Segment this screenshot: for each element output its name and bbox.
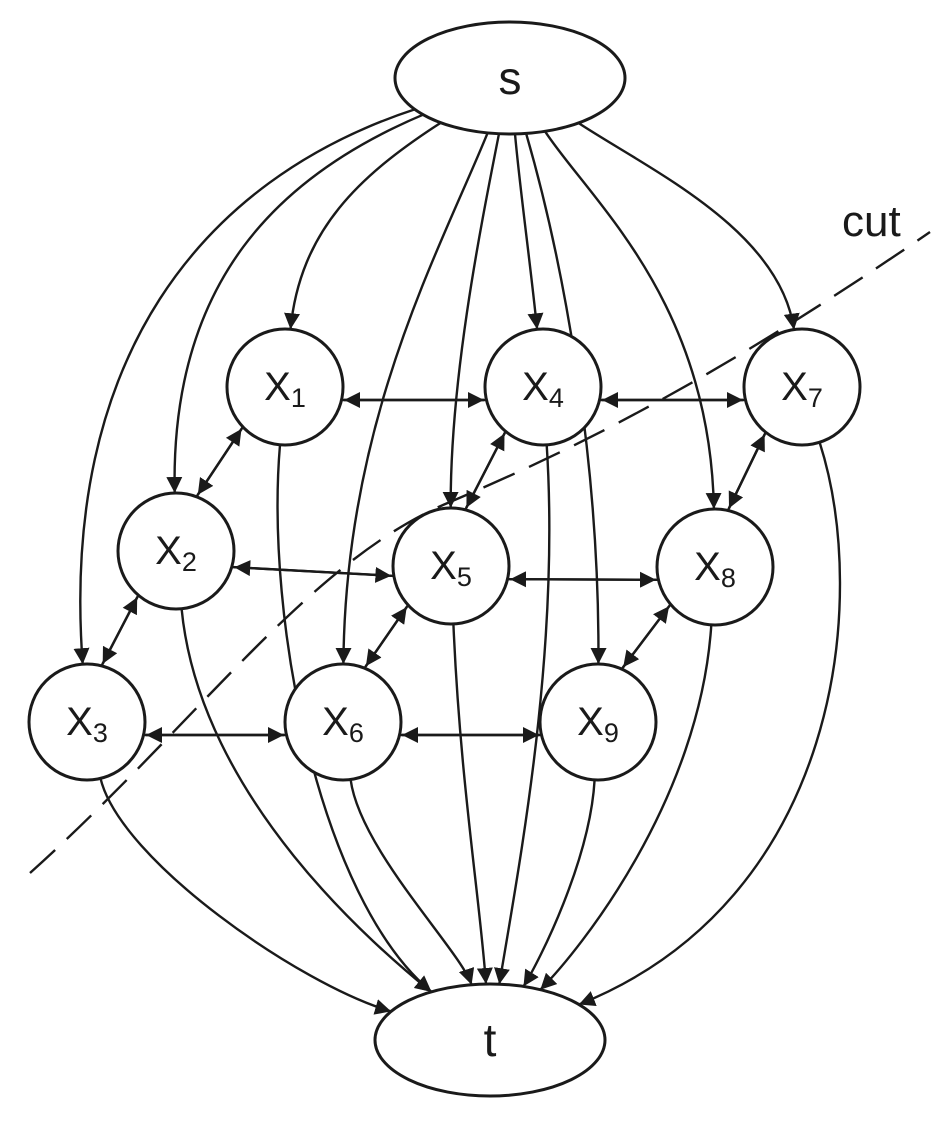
node-x1-shape: [225, 327, 345, 447]
edge-x9-to-t: [522, 779, 596, 988]
node-t-label: t: [484, 1014, 497, 1066]
node-t-shape: [373, 982, 607, 1098]
cut-label: cut: [842, 197, 901, 246]
edge-x5-to-t: [452, 623, 493, 985]
node-x7-shape: [742, 327, 862, 447]
node-x6: X6: [283, 662, 403, 782]
node-x8-subscript: 8: [721, 563, 736, 593]
edge-s-to-x1: [284, 121, 442, 330]
edge-s-to-x3: [73, 108, 416, 665]
edge-s-to-x2: [166, 113, 424, 494]
node-x1: X1: [225, 327, 345, 447]
edge-x2-to-t: [180, 608, 432, 993]
node-x4-shape: [483, 327, 603, 447]
node-x2-subscript: 2: [182, 547, 197, 577]
node-x6-subscript: 6: [349, 718, 364, 748]
node-x7-label: X7: [781, 365, 823, 413]
edge-x5-to-x2: [234, 560, 395, 578]
node-x5: X5: [391, 506, 511, 626]
node-x9: X9: [538, 662, 658, 782]
node-x5-shape: [391, 506, 511, 626]
edge-x4-to-t: [494, 444, 551, 985]
node-s-shape: [393, 20, 627, 136]
node-t: t: [373, 982, 607, 1098]
edge-x8-to-x7: [726, 433, 766, 512]
node-x9-shape: [538, 662, 658, 782]
node-x4-subscript: 4: [549, 383, 564, 413]
node-x5-subscript: 5: [457, 562, 472, 592]
node-x8-shape: [655, 507, 775, 627]
edge-x8-to-x5: [509, 571, 660, 588]
edges-layer: [73, 108, 842, 1015]
edge-s-to-x4: [513, 133, 544, 330]
node-x3: X3: [27, 662, 147, 782]
edge-s-to-x8: [543, 130, 722, 510]
edge-x3-to-t: [99, 778, 392, 1015]
node-x6-label: X6: [322, 700, 364, 748]
node-x2: X2: [116, 491, 236, 611]
edge-x3-to-x2: [100, 596, 139, 667]
node-s-label: s: [499, 52, 522, 104]
edge-s-to-x7: [577, 121, 800, 330]
edge-x9-to-x8: [620, 605, 671, 671]
node-x3-shape: [27, 662, 147, 782]
edge-x2-to-x1: [195, 428, 243, 498]
node-x9-subscript: 9: [604, 718, 619, 748]
node-x2-label: X2: [155, 529, 197, 577]
node-x2-shape: [116, 491, 236, 611]
edge-x6-to-t: [349, 779, 475, 986]
node-x6-shape: [283, 662, 403, 782]
edge-x7-to-t: [578, 441, 842, 1006]
node-x7-subscript: 7: [808, 383, 823, 413]
node-x4: X4: [483, 327, 603, 447]
node-x3-subscript: 3: [93, 718, 108, 748]
node-x8: X8: [655, 507, 775, 627]
node-x1-subscript: 1: [291, 383, 306, 413]
edge-x5-to-x4: [463, 432, 506, 511]
edge-x8-to-t: [539, 624, 713, 991]
edge-x6-to-x5: [363, 606, 408, 670]
node-x7: X7: [742, 327, 862, 447]
node-s: s: [393, 20, 627, 136]
cut-line: [29, 231, 931, 874]
edge-s-to-x5: [442, 133, 501, 509]
edge-s-to-x6: [335, 132, 489, 665]
